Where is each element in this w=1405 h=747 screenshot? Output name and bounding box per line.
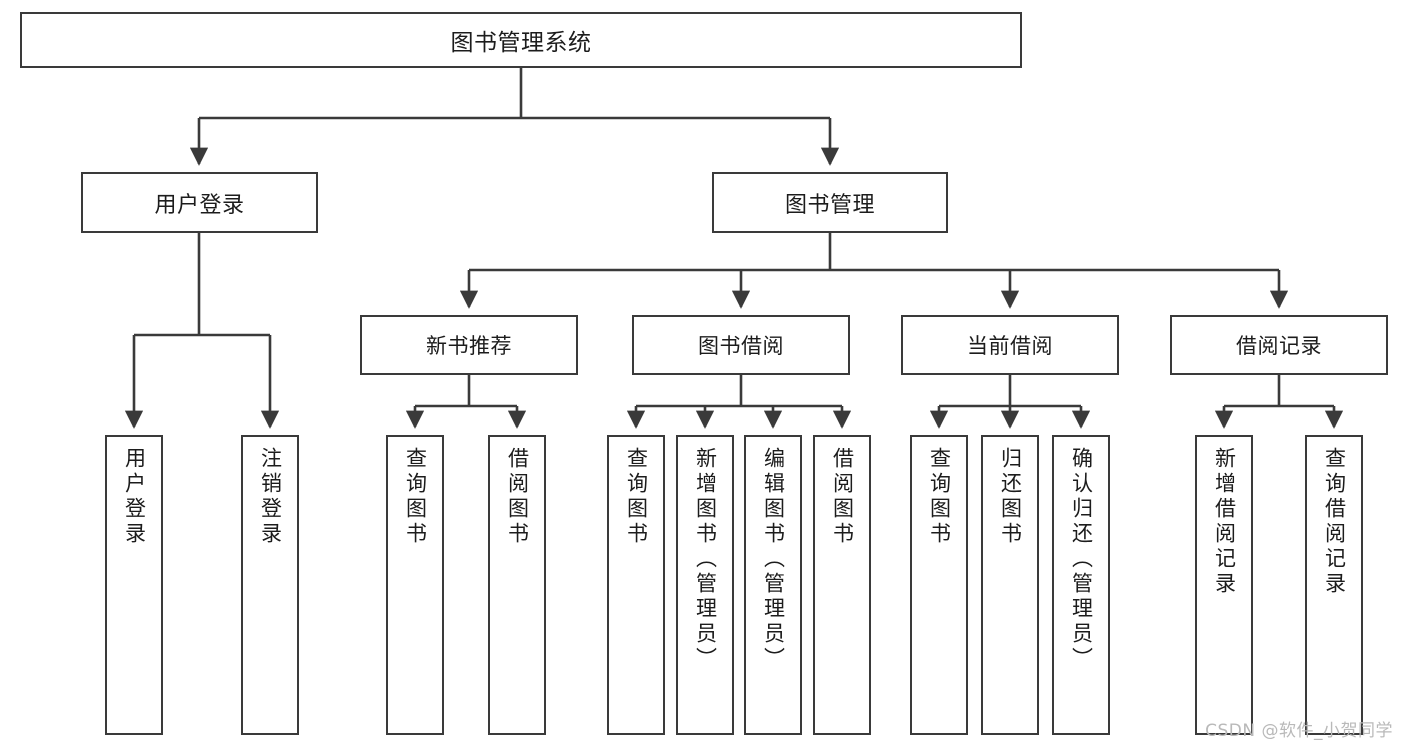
node-label: 查询借阅记录 — [1322, 447, 1347, 597]
leaf-borrow-borrow-book[interactable]: 借阅图书 — [813, 435, 871, 735]
node-label: 借阅图书 — [830, 447, 855, 547]
node-label: 新书推荐 — [426, 334, 512, 358]
node-label: 图书管理系统 — [450, 30, 592, 56]
node-book-management[interactable]: 图书管理 — [712, 172, 948, 233]
node-label: 借阅记录 — [1236, 334, 1322, 358]
node-label: 查询图书 — [403, 447, 428, 547]
leaf-record-add-record[interactable]: 新增借阅记录 — [1195, 435, 1253, 735]
node-label: 编辑图书（管理员） — [761, 447, 786, 672]
leaf-recommend-borrow-book[interactable]: 借阅图书 — [488, 435, 546, 735]
node-label: 查询图书 — [624, 447, 649, 547]
node-label: 新增借阅记录 — [1212, 447, 1237, 597]
node-label: 归还图书 — [998, 447, 1023, 547]
leaf-borrow-query-book[interactable]: 查询图书 — [607, 435, 665, 735]
leaf-user-login-logout[interactable]: 注销登录 — [241, 435, 299, 735]
node-current-borrow[interactable]: 当前借阅 — [901, 315, 1119, 375]
node-label: 用户登录 — [122, 447, 147, 547]
node-label: 图书管理 — [784, 192, 875, 218]
leaf-current-query-book[interactable]: 查询图书 — [910, 435, 968, 735]
leaf-recommend-query-book[interactable]: 查询图书 — [386, 435, 444, 735]
leaf-borrow-edit-book-admin[interactable]: 编辑图书（管理员） — [744, 435, 802, 735]
node-label: 确认归还（管理员） — [1069, 447, 1094, 672]
node-book-borrow[interactable]: 图书借阅 — [632, 315, 850, 375]
leaf-current-return-book[interactable]: 归还图书 — [981, 435, 1039, 735]
node-label: 用户登录 — [154, 192, 245, 218]
node-borrow-record[interactable]: 借阅记录 — [1170, 315, 1388, 375]
node-root-system[interactable]: 图书管理系统 — [20, 12, 1022, 68]
node-label: 新增图书（管理员） — [693, 447, 718, 672]
leaf-current-confirm-return-admin[interactable]: 确认归还（管理员） — [1052, 435, 1110, 735]
node-new-book-recommend[interactable]: 新书推荐 — [360, 315, 578, 375]
node-label: 图书借阅 — [698, 334, 784, 358]
leaf-user-login-login[interactable]: 用户登录 — [105, 435, 163, 735]
node-label: 注销登录 — [258, 447, 283, 547]
node-label: 当前借阅 — [967, 334, 1053, 358]
node-label: 查询图书 — [927, 447, 952, 547]
leaf-borrow-add-book-admin[interactable]: 新增图书（管理员） — [676, 435, 734, 735]
node-label: 借阅图书 — [505, 447, 530, 547]
node-user-login[interactable]: 用户登录 — [81, 172, 318, 233]
leaf-record-query-record[interactable]: 查询借阅记录 — [1305, 435, 1363, 735]
